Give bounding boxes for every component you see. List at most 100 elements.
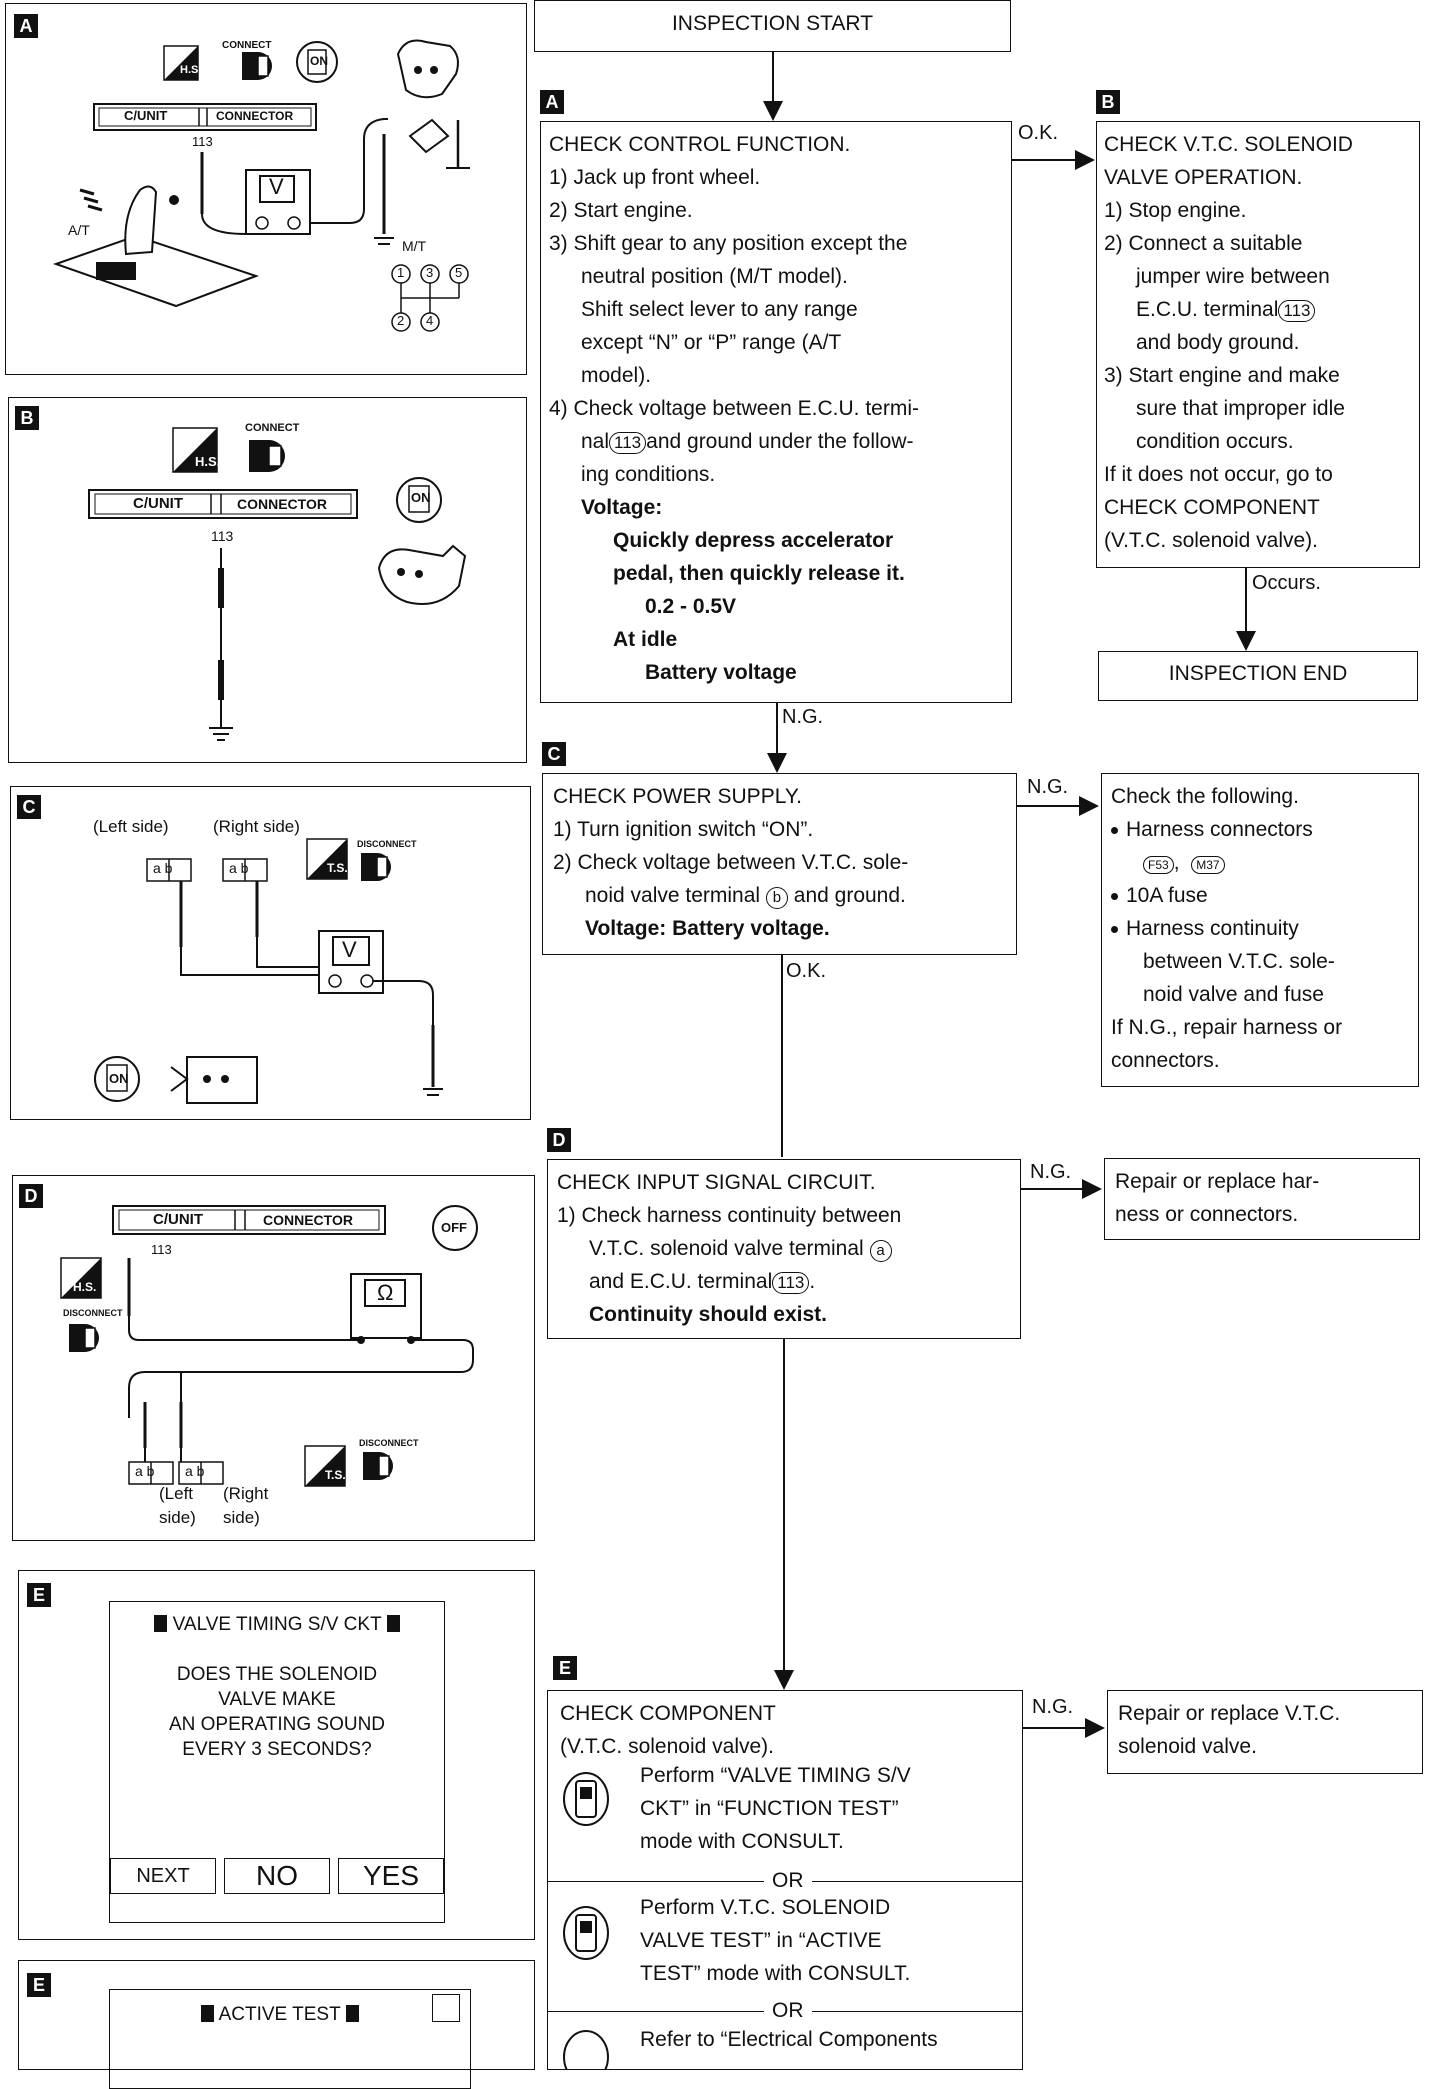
check-following-title: Check the following. — [1111, 785, 1299, 808]
terminal-113-badge: 113 — [609, 432, 647, 454]
terminal-113-badge: 113 — [772, 1272, 810, 1294]
box-d-result: Continuity should exist. — [589, 1303, 828, 1326]
panel-c-meter-label: V — [342, 937, 357, 962]
panel-d-disconnect-label: DISCONNECT — [63, 1308, 123, 1318]
box-a-condition-1: Quickly depress accelerator — [613, 529, 894, 552]
box-c-title: CHECK POWER SUPPLY. — [553, 785, 802, 808]
consult-icon — [563, 1906, 609, 1960]
label-ng-c-check: N.G. — [1027, 776, 1069, 798]
box-e-option-1-line-1: Perform “VALVE TIMING S/V — [640, 1764, 911, 1787]
inspection-end-box: INSPECTION END — [1098, 651, 1418, 701]
or-label-2: OR — [764, 1996, 812, 2026]
box-e-option-3: Refer to “Electrical Components — [640, 2023, 938, 2056]
check-following-note: If N.G., repair harness or — [1111, 1016, 1343, 1039]
box-a-step-4: 4) Check voltage between E.C.U. termi- — [549, 397, 919, 420]
panel-a-cunit-label: C/UNIT — [124, 108, 168, 123]
label-occurs: Occurs. — [1252, 572, 1321, 594]
panel-d-illustration — [60, 1205, 478, 1487]
box-e-option-2-line-3: TEST” mode with CONSULT. — [640, 1962, 911, 1985]
active-test-checkbox[interactable] — [432, 1994, 460, 2022]
panel-d-right-2: side) — [223, 1508, 260, 1527]
box-b-note-3: (V.T.C. solenoid valve). — [1104, 529, 1318, 552]
panel-a-gear-4: 4 — [426, 313, 434, 328]
box-e-option-1: Perform “VALVE TIMING S/V CKT” in “FUNCT… — [640, 1759, 911, 1858]
panel-c: C (Left side) (Right side) a b a b — [10, 786, 531, 1120]
panel-c-connector-right-ab: a b — [229, 860, 249, 876]
check-item-harness-continuity-2: between V.T.C. sole- — [1143, 950, 1335, 973]
panel-a-on-label: ON — [310, 54, 328, 68]
panel-a-hs-label: H.S. — [180, 64, 202, 76]
panel-a-gear-2: 2 — [397, 313, 405, 328]
box-a-step-3-cont-3: except “N” or “P” range (A/T — [581, 331, 842, 354]
panel-e-function-test: E VALVE TIMING S/V CKT DOES THE SOLENOID… — [18, 1570, 535, 1940]
box-d-step-1-cont: V.T.C. solenoid valve terminal a — [557, 1232, 1011, 1265]
panel-a-meter-label: V — [269, 174, 284, 199]
box-b-title: CHECK V.T.C. SOLENOID — [1104, 133, 1353, 156]
box-b-note: If it does not occur, go to — [1104, 463, 1333, 486]
panel-c-connector-left-ab: a b — [153, 860, 173, 876]
check-following-box: Check the following. Harness connectors … — [1101, 773, 1419, 1087]
no-button[interactable]: NO — [224, 1858, 330, 1894]
panel-d-tag: D — [19, 1184, 43, 1208]
box-b-tag: B — [1096, 90, 1120, 114]
box-a-step-1: 1) Jack up front wheel. — [549, 166, 761, 189]
box-a-step-3-cont-2: Shift select lever to any range — [581, 298, 858, 321]
check-item-harness-continuity: Harness continuity — [1111, 912, 1409, 945]
panel-d-meter-label: Ω — [377, 1280, 394, 1305]
active-test-title: ACTIVE TEST — [110, 2002, 450, 2027]
label-ng-e-repair: N.G. — [1032, 1696, 1074, 1718]
panel-a: A — [5, 3, 527, 375]
panel-c-on-label: ON — [109, 1071, 129, 1086]
box-b-title-2: VALVE OPERATION. — [1104, 166, 1303, 189]
panel-b-connector-label: CONNECTOR — [237, 496, 327, 512]
panel-d-right-1: (Right — [223, 1484, 269, 1503]
panel-a-connect-label: CONNECT — [222, 40, 272, 51]
panel-a-connector-label: CONNECTOR — [216, 109, 294, 123]
check-control-function-box: CHECK CONTROL FUNCTION. 1) Jack up front… — [540, 121, 1012, 703]
box-b-note-2: CHECK COMPONENT — [1104, 496, 1320, 519]
box-c-step-2: 2) Check voltage between V.T.C. sole- — [553, 851, 909, 874]
panel-e2-tag: E — [27, 1973, 51, 1997]
box-e-option-1-line-3: mode with CONSULT. — [640, 1830, 844, 1853]
repair-harness-line-1: Repair or replace har- — [1115, 1170, 1320, 1193]
box-e-option-3-line-1: Refer to “Electrical Components — [640, 2028, 938, 2051]
box-b-step-1: 1) Stop engine. — [1104, 199, 1247, 222]
panel-d: D C/UNIT CONNECTOR 113 OFF H.S. DISCO — [12, 1175, 535, 1541]
box-e-option-2-line-2: VALVE TEST” in “ACTIVE — [640, 1929, 882, 1952]
panel-b-cunit-label: C/UNIT — [133, 495, 183, 512]
box-e-title: CHECK COMPONENT — [560, 1702, 776, 1725]
box-a-step-4-cont-2: ing conditions. — [581, 463, 716, 486]
panel-c-tag: C — [17, 795, 41, 819]
box-a-tag: A — [540, 90, 564, 114]
panel-a-at-label: A/T — [68, 222, 90, 238]
panel-a-terminal-label: 113 — [192, 134, 213, 149]
check-component-box: CHECK COMPONENT (V.T.C. solenoid valve).… — [547, 1690, 1023, 2070]
panel-b-tag: B — [15, 406, 39, 430]
box-d-tag: D — [547, 1128, 571, 1152]
box-a-condition-2: At idle — [613, 628, 678, 651]
yes-button[interactable]: YES — [338, 1858, 444, 1894]
next-button[interactable]: NEXT — [110, 1858, 216, 1894]
consult-screen-message: DOES THE SOLENOID VALVE MAKE AN OPERATIN… — [168, 1664, 386, 1760]
panel-a-gear-3: 3 — [426, 265, 434, 280]
check-item-fuse: 10A fuse — [1111, 879, 1409, 912]
panel-d-left-1: (Left — [159, 1484, 194, 1503]
box-e-subtitle: (V.T.C. solenoid valve). — [560, 1735, 774, 1758]
box-b-step-2: 2) Connect a suitable — [1104, 232, 1303, 255]
box-b-step-3-cont-2: condition occurs. — [1136, 430, 1294, 453]
consult-icon — [563, 1772, 609, 1826]
panel-d-off-label: OFF — [441, 1220, 467, 1235]
panel-a-illustration — [52, 39, 470, 332]
panel-d-cunit-label: C/UNIT — [153, 1211, 203, 1228]
repair-vtc-line-2: solenoid valve. — [1118, 1735, 1257, 1758]
panel-d-connector-label: CONNECTOR — [263, 1212, 353, 1228]
box-c-voltage: Voltage: Battery voltage. — [585, 917, 830, 940]
panel-e1-tag: E — [27, 1583, 51, 1607]
check-input-signal-circuit-box: CHECK INPUT SIGNAL CIRCUIT. 1) Check har… — [547, 1159, 1021, 1339]
box-e-tag: E — [553, 1656, 577, 1680]
box-c-step-1: 1) Turn ignition switch “ON”. — [553, 818, 814, 841]
box-a-voltage-label: Voltage: — [581, 496, 663, 519]
label-ok-c-d: O.K. — [786, 960, 827, 982]
panel-c-left-label: (Left side) — [93, 817, 169, 836]
box-b-step-3-cont: sure that improper idle — [1136, 397, 1345, 420]
